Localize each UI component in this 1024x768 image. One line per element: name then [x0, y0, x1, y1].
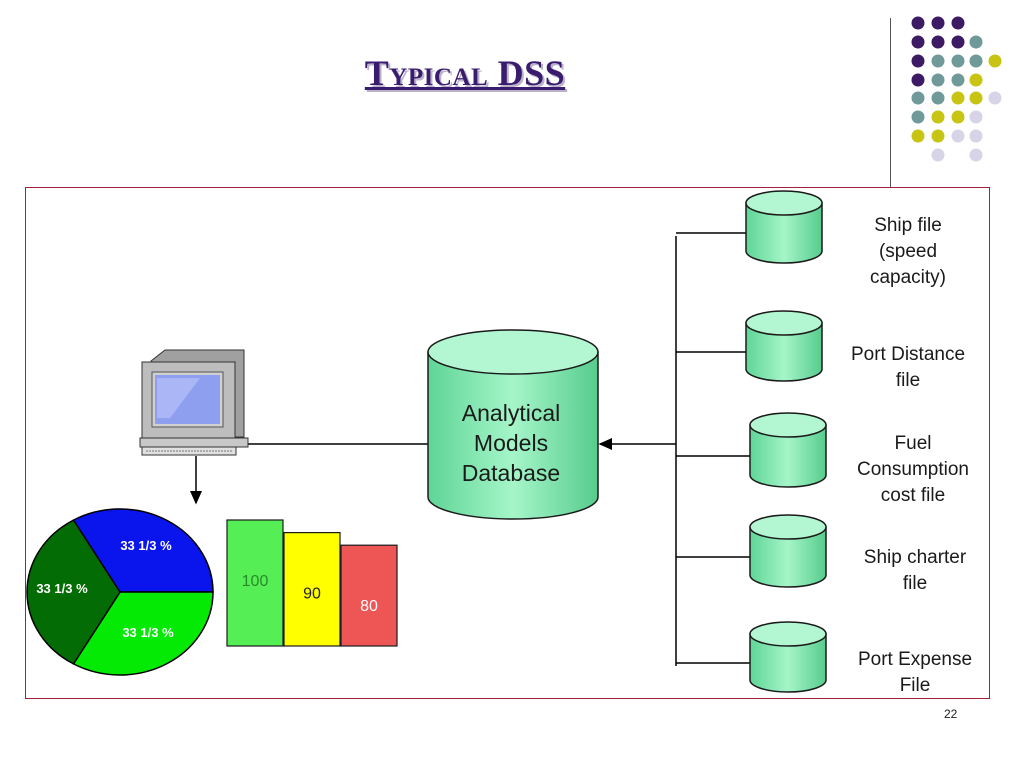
data-file-label-line: (speed [879, 241, 937, 262]
file-branch-lines [676, 232, 750, 664]
bar-value-label: 100 [242, 573, 269, 590]
data-file-cylinder [749, 412, 827, 488]
decorative-dot [911, 73, 925, 87]
central-database-label-line: Models [474, 430, 548, 456]
decorative-dot [951, 129, 965, 143]
decorative-dot [988, 91, 1002, 105]
data-file-cylinder [745, 190, 823, 264]
central-database-label-line: Analytical [462, 400, 560, 426]
data-file-label-line: file [896, 370, 920, 391]
decorative-dot [969, 73, 983, 87]
data-file-labels: Ship file (speed capacity) Port Distance fil… [851, 215, 972, 696]
data-file-label-line: Port Expense [858, 649, 972, 670]
connectors [190, 236, 677, 666]
decorative-dot [969, 110, 983, 124]
data-file-label-line: file [903, 573, 927, 594]
decorative-dot [951, 16, 965, 30]
decorative-dot [931, 73, 945, 87]
decorative-dot [969, 148, 983, 162]
data-file-cylinder [749, 514, 827, 588]
dss-diagram-frame [25, 187, 990, 699]
page-number: 22 [944, 707, 958, 721]
decorative-dot [951, 54, 965, 68]
data-file-cylinder [749, 621, 827, 693]
decorative-dot [931, 148, 945, 162]
data-file-label-line: Fuel [895, 433, 932, 454]
decorative-dot [951, 91, 965, 105]
decorative-dot [931, 16, 945, 30]
decorative-dot [911, 91, 925, 105]
data-file-cylinder [745, 310, 823, 382]
decorative-dot [931, 91, 945, 105]
bar-value-label: 90 [303, 586, 321, 603]
data-file-label-line: Consumption [857, 459, 969, 480]
decorative-dot [911, 35, 925, 49]
decorative-dot [969, 54, 983, 68]
decorative-dot [931, 129, 945, 143]
pie-slice-label: 33 1/3 % [122, 625, 174, 640]
decorative-dot [911, 129, 925, 143]
data-file-label-line: File [900, 675, 931, 696]
decorative-dot [969, 91, 983, 105]
data-file-label-line: capacity) [870, 267, 946, 288]
data-file-label-line: Ship file [874, 215, 942, 236]
pie-slice [72, 508, 214, 593]
data-file-label-line: Ship charter [864, 547, 967, 568]
decorative-dot [969, 129, 983, 143]
slide-title: Typical DSS [364, 53, 566, 93]
central-database-cylinder [427, 329, 599, 520]
decorative-dot [911, 54, 925, 68]
data-file-label-line: Port Distance [851, 344, 965, 365]
pie-slice [26, 519, 121, 665]
decorative-dot-grid [911, 16, 1002, 162]
bar [340, 544, 398, 647]
pie-slice-label: 33 1/3 % [120, 538, 172, 553]
bar [226, 519, 284, 647]
decorative-dot [988, 54, 1002, 68]
desktop-computer-icon [139, 349, 249, 456]
data-file-cylinders [745, 190, 827, 693]
decorative-dot [969, 35, 983, 49]
central-database-label-line: Database [462, 460, 560, 486]
pie-chart: 33 1/3 % 33 1/3 % 33 1/3 % [26, 508, 214, 676]
decorative-dot [951, 73, 965, 87]
bar [283, 531, 341, 647]
bar-chart: 100 90 80 [226, 519, 398, 647]
decorative-dot [931, 54, 945, 68]
decorative-dot [951, 35, 965, 49]
title-divider-line [890, 18, 891, 188]
bar-value-label: 80 [360, 598, 378, 615]
decorative-dot [911, 16, 925, 30]
pie-slice [72, 591, 214, 676]
pie-slice-label: 33 1/3 % [36, 581, 88, 596]
decorative-dot [911, 110, 925, 124]
data-file-label-line: cost file [881, 485, 945, 506]
decorative-dot [931, 110, 945, 124]
decorative-dot [951, 110, 965, 124]
decorative-dot [931, 35, 945, 49]
